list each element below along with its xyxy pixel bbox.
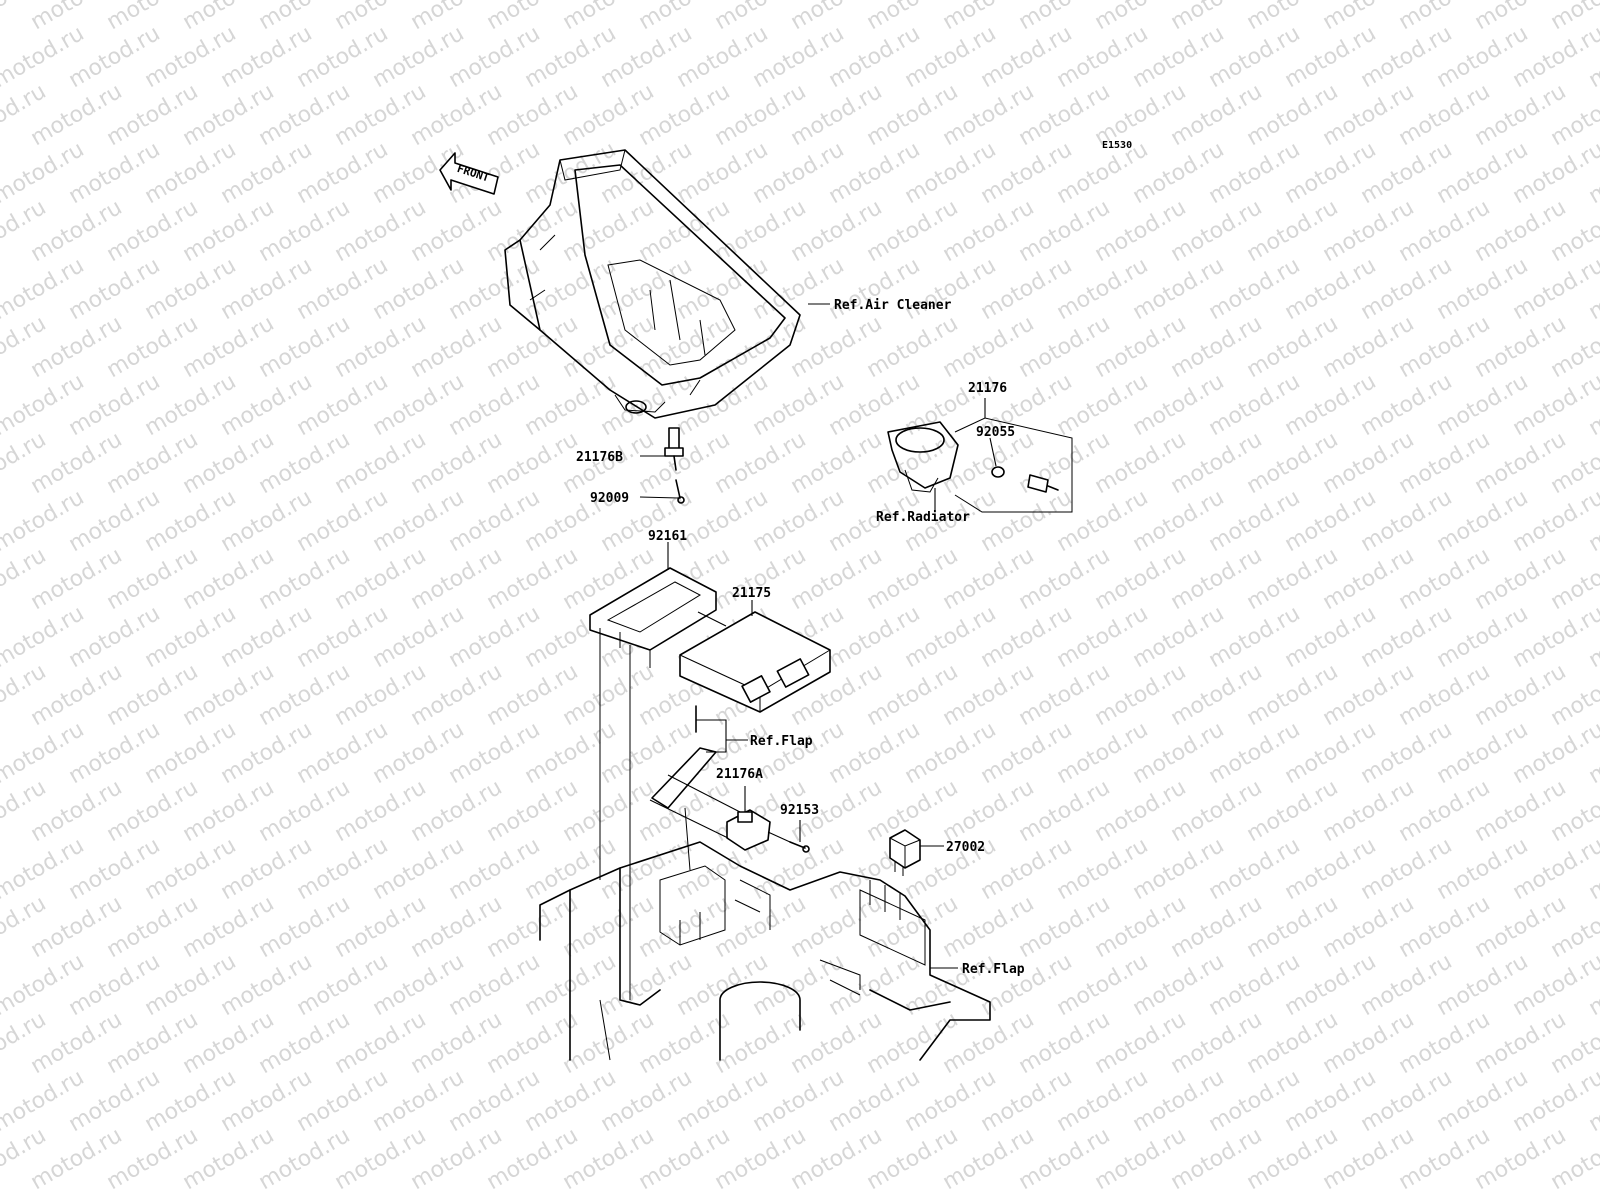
lower-frame	[539, 841, 991, 1061]
label-92153: 92153	[780, 803, 819, 818]
label-21175: 21175	[732, 586, 771, 601]
front-arrow-icon: FRONT	[439, 152, 499, 195]
label-21176: 21176	[968, 381, 1007, 396]
flap-bracket-upper	[651, 705, 717, 809]
screw-92153	[789, 841, 810, 853]
leader-lines	[599, 303, 997, 1000]
sensor-21176b	[664, 427, 684, 471]
sensor-21176a	[726, 809, 771, 851]
label-21176a: 21176A	[716, 767, 763, 782]
label-92161: 92161	[648, 529, 687, 544]
bracket-92161	[589, 567, 717, 668]
label-ref-flap-upper: Ref.Flap	[750, 734, 813, 749]
ecu-21175	[679, 611, 831, 713]
label-ref-flap-lower: Ref.Flap	[962, 962, 1025, 977]
part-labels: Ref.Air Cleaner 21176 92055 Ref.Radiator…	[576, 298, 1025, 977]
diagram-code: E1530	[1102, 140, 1132, 151]
sensor-21176-icon	[1027, 474, 1049, 493]
screw-92009	[675, 479, 685, 504]
label-27002: 27002	[946, 840, 985, 855]
label-ref-air-cleaner: Ref.Air Cleaner	[834, 298, 952, 313]
label-92055: 92055	[976, 425, 1015, 440]
oring-92055-icon	[991, 466, 1005, 478]
air-cleaner-housing	[504, 149, 801, 419]
radiator-sensor-group	[887, 417, 1073, 513]
label-ref-radiator: Ref.Radiator	[876, 510, 970, 525]
label-92009: 92009	[590, 491, 629, 506]
label-21176b: 21176B	[576, 450, 623, 465]
relay-27002	[889, 829, 921, 876]
